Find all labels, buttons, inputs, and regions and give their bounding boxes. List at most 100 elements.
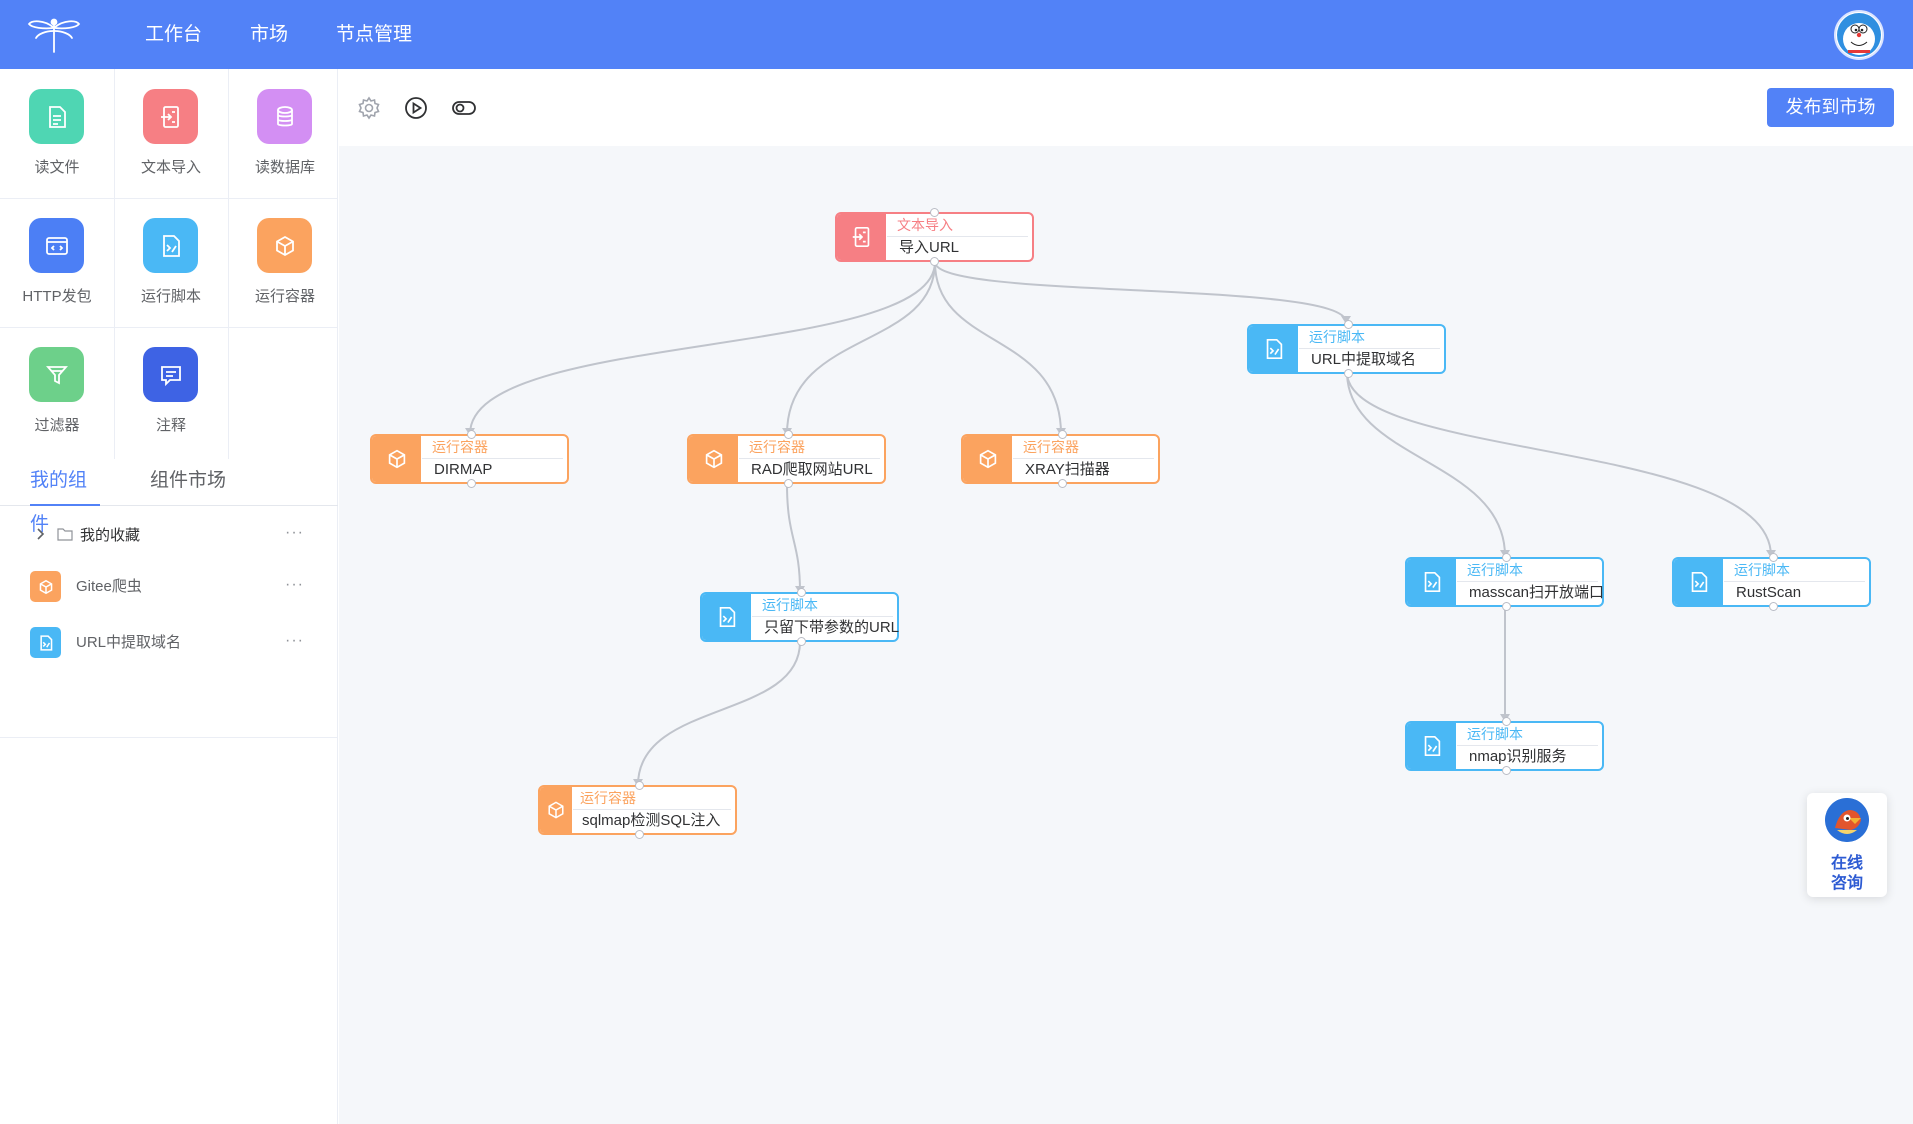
divider — [0, 737, 338, 738]
node-type-label: 运行脚本 — [1734, 562, 1790, 578]
node-name-label: sqlmap检测SQL注入 — [582, 812, 721, 829]
tool-text-import[interactable]: 文本导入 — [114, 69, 228, 198]
input-port[interactable] — [784, 430, 793, 439]
flow-node-rad-crawler[interactable]: 运行容器 RAD爬取网站URL — [687, 430, 886, 488]
cube-icon — [540, 787, 572, 833]
database-icon — [257, 89, 312, 144]
output-port[interactable] — [930, 257, 939, 266]
script-file-icon — [143, 218, 198, 273]
flow-node-import-url[interactable]: 文本导入 导入URL — [835, 208, 1034, 266]
tool-http-request[interactable]: HTTP发包 — [0, 198, 114, 327]
tool-run-script[interactable]: 运行脚本 — [114, 198, 228, 327]
favorites-folder-label: 我的收藏 — [80, 527, 141, 544]
node-divider — [422, 458, 563, 459]
tool-read-database[interactable]: 读数据库 — [228, 69, 342, 198]
input-port[interactable] — [930, 208, 939, 217]
node-divider — [887, 236, 1028, 237]
comment-icon — [143, 347, 198, 402]
tab-component-market[interactable]: 组件市场 — [150, 470, 227, 491]
node-name-label: 导入URL — [899, 239, 960, 256]
output-port[interactable] — [1502, 602, 1511, 611]
play-run-icon[interactable] — [403, 95, 429, 121]
flow-node-url-extract-domain[interactable]: 运行脚本 URL中提取域名 — [1247, 320, 1446, 378]
online-consult-widget[interactable]: 在线 咨询 — [1807, 793, 1887, 897]
tool-comment[interactable]: 注释 — [114, 327, 228, 456]
nav-workbench[interactable]: 工作台 — [145, 24, 203, 45]
settings-gear-icon[interactable] — [356, 95, 382, 121]
text-import-icon — [143, 89, 198, 144]
tool-read-file[interactable]: 读文件 — [0, 69, 114, 198]
flow-node-dirmap[interactable]: 运行容器 DIRMAP — [370, 430, 569, 488]
consult-line-1: 在线 — [1830, 855, 1863, 872]
node-name-label: RAD爬取网站URL — [751, 461, 873, 478]
tool-label: HTTP发包 — [22, 288, 92, 305]
publish-to-market-button[interactable]: 发布到市场 — [1767, 88, 1894, 127]
script-file-icon — [702, 594, 751, 640]
output-port[interactable] — [1058, 479, 1067, 488]
cube-icon — [689, 436, 738, 482]
chevron-right-icon[interactable] — [34, 527, 46, 546]
node-name-label: URL中提取域名 — [1311, 351, 1417, 368]
flow-node-sqlmap[interactable]: 运行容器 sqlmap检测SQL注入 — [538, 781, 737, 839]
nav-node-management[interactable]: 节点管理 — [336, 24, 413, 45]
toggle-switch-icon[interactable] — [451, 95, 477, 121]
component-label: Gitee爬虫 — [76, 578, 142, 595]
output-port[interactable] — [797, 637, 806, 646]
cube-icon — [372, 436, 421, 482]
node-divider — [739, 458, 880, 459]
more-options-icon[interactable]: ··· — [285, 524, 304, 541]
flow-node-masscan[interactable]: 运行脚本 masscan扫开放端口 — [1405, 553, 1604, 611]
file-text-icon — [29, 89, 84, 144]
sidebar: 读文件 文本导入 读数据库 HTTP发包 — [0, 69, 338, 1124]
consult-line-2: 咨询 — [1830, 875, 1863, 892]
node-name-label: 只留下带参数的URL — [764, 619, 900, 636]
output-port[interactable] — [635, 830, 644, 839]
output-port[interactable] — [784, 479, 793, 488]
tool-label: 运行容器 — [254, 288, 315, 305]
flow-node-param-url-filter[interactable]: 运行脚本 只留下带参数的URL — [700, 588, 900, 646]
cube-icon — [30, 571, 61, 602]
input-port[interactable] — [467, 430, 476, 439]
output-port[interactable] — [1769, 602, 1778, 611]
nav-market[interactable]: 市场 — [250, 24, 289, 45]
tool-label: 过滤器 — [34, 417, 80, 434]
flow-node-xray-scanner[interactable]: 运行容器 XRAY扫描器 — [961, 430, 1160, 488]
dragonfly-logo-icon[interactable] — [26, 14, 82, 56]
input-port[interactable] — [1502, 553, 1511, 562]
flow-canvas[interactable] — [339, 146, 1913, 1124]
list-item[interactable]: Gitee爬虫 ··· — [0, 563, 338, 611]
tool-label: 读数据库 — [254, 159, 315, 176]
output-port[interactable] — [1502, 766, 1511, 775]
node-type-label: 运行容器 — [432, 439, 488, 455]
favorites-folder[interactable]: 我的收藏 ··· — [0, 517, 338, 555]
input-port[interactable] — [1769, 553, 1778, 562]
grid-divider — [0, 198, 338, 199]
input-port[interactable] — [797, 588, 806, 597]
user-avatar[interactable] — [1834, 10, 1884, 60]
tool-filter[interactable]: 过滤器 — [0, 327, 114, 456]
output-port[interactable] — [1344, 369, 1353, 378]
flow-node-rustscan[interactable]: 运行脚本 RustScan — [1672, 553, 1871, 611]
consult-label: 在线 咨询 — [1807, 854, 1887, 894]
script-file-icon — [1407, 559, 1456, 605]
component-label: URL中提取域名 — [76, 634, 182, 651]
node-type-label: 运行脚本 — [1309, 329, 1365, 345]
node-divider — [1457, 745, 1598, 746]
more-options-icon[interactable]: ··· — [285, 632, 304, 649]
component-tabs: 我的组件 组件市场 — [0, 459, 338, 535]
tool-run-container[interactable]: 运行容器 — [228, 198, 342, 327]
more-options-icon[interactable]: ··· — [285, 576, 304, 593]
input-port[interactable] — [1058, 430, 1067, 439]
input-port[interactable] — [1344, 320, 1353, 329]
toolbox-grid: 读文件 文本导入 读数据库 HTTP发包 — [0, 69, 338, 459]
output-port[interactable] — [467, 479, 476, 488]
flow-node-nmap[interactable]: 运行脚本 nmap识别服务 — [1405, 717, 1604, 775]
tab-my-components[interactable]: 我的组件 — [30, 459, 100, 535]
input-port[interactable] — [635, 781, 644, 790]
input-port[interactable] — [1502, 717, 1511, 726]
top-navbar: 工作台 市场 节点管理 — [0, 0, 1913, 69]
node-type-label: 运行容器 — [749, 439, 805, 455]
list-item[interactable]: URL中提取域名 ··· — [0, 619, 338, 667]
node-divider — [1724, 581, 1865, 582]
node-name-label: DIRMAP — [434, 461, 493, 478]
